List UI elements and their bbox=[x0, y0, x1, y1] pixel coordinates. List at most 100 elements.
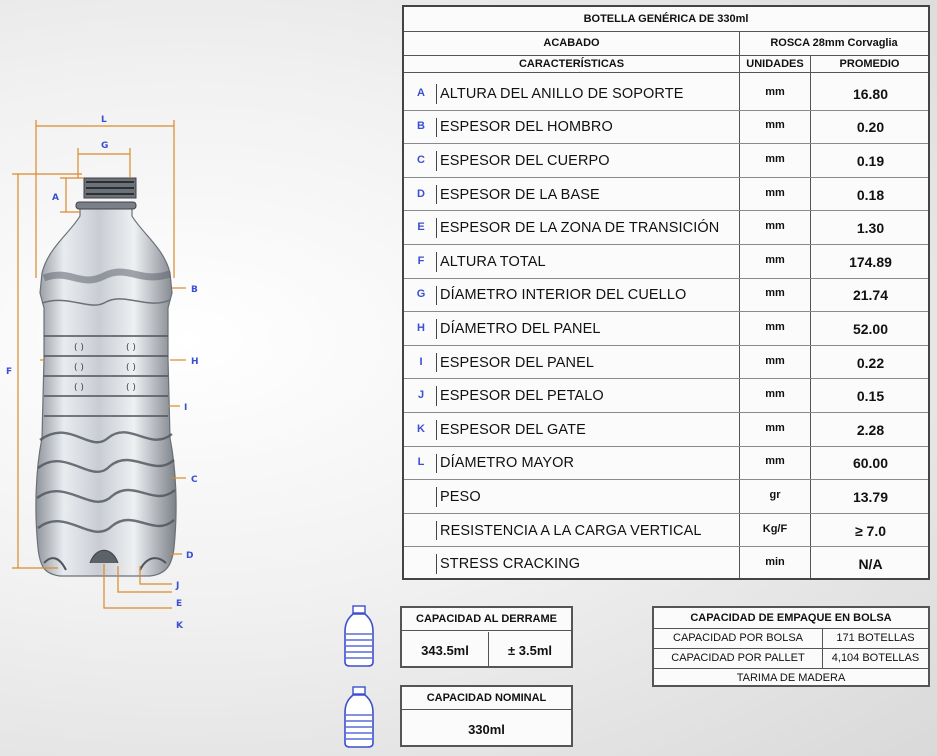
table-row: D ESPESOR DE LA BASE mm 0.18 bbox=[404, 177, 928, 211]
row-letter: G bbox=[416, 288, 426, 301]
row-value: 60.00 bbox=[852, 455, 889, 472]
row-divider bbox=[404, 210, 928, 212]
row-tick bbox=[436, 117, 437, 138]
row-value: 174.89 bbox=[849, 253, 892, 270]
derrame-box: CAPACIDAD AL DERRAME 343.5ml ± 3.5ml bbox=[400, 606, 573, 668]
row-divider bbox=[404, 311, 928, 313]
nominal-title: CAPACIDAD NOMINAL bbox=[402, 687, 571, 710]
acabado-value: ROSCA 28mm Corvaglia bbox=[739, 31, 928, 55]
row-value: 16.80 bbox=[852, 85, 889, 102]
empaque-box: CAPACIDAD DE EMPAQUE EN BOLSA CAPACIDAD … bbox=[652, 606, 930, 687]
row-value: 0.18 bbox=[856, 186, 885, 203]
row-name: ESPESOR DE LA BASE bbox=[440, 186, 600, 203]
row-unit: mm bbox=[765, 186, 785, 199]
row-tick bbox=[436, 285, 437, 306]
support-ring bbox=[75, 201, 137, 210]
row-unit: mm bbox=[765, 354, 785, 367]
svg-text:( ): ( ) bbox=[74, 383, 84, 393]
row-divider bbox=[404, 244, 928, 245]
row-value: 21.74 bbox=[852, 287, 889, 304]
row-divider bbox=[404, 512, 928, 514]
row-unit: min bbox=[765, 555, 785, 568]
row-unit: mm bbox=[765, 119, 785, 132]
row-tick bbox=[436, 218, 437, 238]
svg-text:( ): ( ) bbox=[74, 363, 84, 373]
tarima-label: TARIMA DE MADERA bbox=[736, 672, 846, 684]
row-value: 1.30 bbox=[856, 219, 885, 236]
label-A: A bbox=[52, 193, 59, 203]
row-name: ESPESOR DE LA ZONA DE TRANSICIÓN bbox=[440, 219, 720, 236]
row-unit: mm bbox=[765, 85, 785, 98]
row-name: STRESS CRACKING bbox=[440, 555, 581, 572]
row-unit: mm bbox=[765, 287, 785, 300]
row-unit: gr bbox=[769, 488, 781, 501]
row-tick bbox=[436, 420, 437, 440]
svg-text:( ): ( ) bbox=[74, 343, 84, 353]
row-letter: F bbox=[417, 254, 425, 267]
pallet-value: 4,104 BOTELLAS bbox=[822, 649, 928, 668]
table-row: RESISTENCIA A LA CARGA VERTICAL Kg/F ≥ 7.0 bbox=[404, 513, 928, 547]
row-value: 13.79 bbox=[852, 488, 889, 505]
label-G: G bbox=[101, 141, 108, 151]
row-unit: mm bbox=[765, 219, 785, 232]
spec-table: BOTELLA GENÉRICA DE 330ml ACABADO ROSCA … bbox=[402, 5, 930, 580]
row-letter: C bbox=[417, 153, 425, 166]
row-name: DÍAMETRO MAYOR bbox=[440, 455, 575, 472]
row-tick bbox=[436, 386, 437, 406]
label-F: F bbox=[6, 367, 12, 377]
row-letter: L bbox=[417, 456, 425, 469]
row-name: ESPESOR DEL HOMBRO bbox=[440, 119, 613, 136]
derrame-title: CAPACIDAD AL DERRAME bbox=[402, 608, 571, 631]
row-divider bbox=[404, 445, 928, 447]
pallet-label: CAPACIDAD POR PALLET bbox=[671, 652, 805, 664]
label-B: B bbox=[191, 285, 198, 295]
row-value: ≥ 7.0 bbox=[854, 522, 887, 539]
svg-text:( ): ( ) bbox=[126, 363, 136, 373]
col-promedio: PROMEDIO bbox=[810, 56, 928, 72]
table-row: L DÍAMETRO MAYOR mm 60.00 bbox=[404, 446, 928, 480]
row-unit: mm bbox=[765, 387, 785, 400]
row-value: 0.20 bbox=[856, 119, 885, 136]
acabado-label: ACABADO bbox=[543, 37, 600, 49]
row-letter: D bbox=[417, 187, 425, 200]
col-unidades: UNIDADES bbox=[739, 56, 810, 72]
bottle-icon-nominal bbox=[344, 686, 374, 748]
row-tick bbox=[436, 487, 437, 507]
row-name: DÍAMETRO INTERIOR DEL CUELLO bbox=[440, 287, 687, 304]
row-tick bbox=[436, 554, 437, 574]
row-unit: mm bbox=[765, 455, 785, 468]
row-name: ESPESOR DEL GATE bbox=[440, 421, 586, 438]
label-L: L bbox=[101, 115, 107, 125]
label-J: J bbox=[175, 581, 179, 591]
row-value: 2.28 bbox=[856, 421, 885, 438]
svg-text:( ): ( ) bbox=[126, 343, 136, 353]
bottle-body bbox=[35, 205, 177, 577]
row-letter: A bbox=[417, 86, 425, 99]
row-tick bbox=[436, 352, 437, 373]
row-unit: mm bbox=[765, 320, 785, 333]
row-name: RESISTENCIA A LA CARGA VERTICAL bbox=[440, 522, 702, 539]
empaque-title: CAPACIDAD DE EMPAQUE EN BOLSA bbox=[654, 608, 928, 629]
row-value: 0.22 bbox=[856, 354, 885, 371]
nominal-box: CAPACIDAD NOMINAL 330ml bbox=[400, 685, 573, 747]
row-divider bbox=[404, 277, 928, 279]
row-value: 0.15 bbox=[856, 387, 885, 404]
bolsa-value: 171 BOTELLAS bbox=[822, 629, 928, 648]
row-letter: B bbox=[417, 120, 425, 133]
row-name: ESPESOR DEL PETALO bbox=[440, 387, 604, 404]
table-row: B ESPESOR DEL HOMBRO mm 0.20 bbox=[404, 110, 928, 144]
row-value: 0.19 bbox=[856, 152, 885, 169]
row-unit: Kg/F bbox=[762, 522, 788, 535]
table-title: BOTELLA GENÉRICA DE 330ml bbox=[404, 7, 928, 32]
row-tick bbox=[436, 319, 437, 339]
row-name: ESPESOR DEL PANEL bbox=[440, 354, 595, 371]
row-divider bbox=[404, 176, 928, 178]
